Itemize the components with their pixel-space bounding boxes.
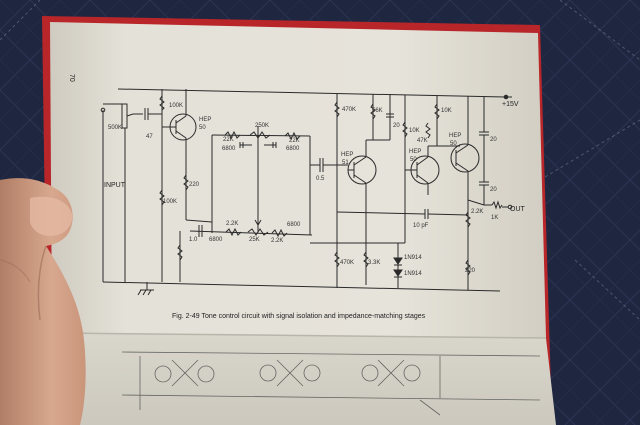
- book-page-bottom: [54, 333, 556, 425]
- q1-number: 50: [199, 125, 206, 131]
- label-22k-a: 22K: [223, 137, 234, 143]
- thumbnail: [30, 196, 73, 236]
- label-10k-a: 10K: [409, 128, 420, 134]
- label-1-0: 1.0: [189, 237, 198, 243]
- output-label: OUT: [510, 206, 526, 213]
- lower-page-schematic: [121, 351, 541, 416]
- label-22k-b: 22K: [289, 138, 300, 144]
- supply-label: +15V: [502, 101, 519, 108]
- label-20-a: 20: [393, 123, 400, 129]
- label-100k-bottom: 100K: [163, 199, 177, 205]
- q4-label: HEP: [449, 133, 461, 139]
- label-3-3k: 3.3K: [368, 260, 380, 266]
- page-number: 70: [68, 74, 75, 82]
- label-470k-b: 470K: [340, 260, 354, 266]
- schematic: [100, 88, 513, 296]
- label-56k: 56K: [372, 108, 383, 114]
- label-100k-top: 100K: [169, 103, 183, 109]
- q2-label: HEP: [341, 152, 353, 158]
- q4-number: 50: [450, 141, 457, 147]
- q1-label: HEP: [199, 117, 211, 123]
- label-6800-d: 6800: [287, 222, 301, 228]
- label-6800-c: 6800: [209, 237, 223, 243]
- label-1k: 1K: [491, 215, 498, 221]
- label-25k: 25K: [249, 237, 260, 243]
- label-220-b: 220: [465, 268, 476, 274]
- label-2-2k-c: 2.2K: [471, 209, 483, 215]
- input-label: INPUT: [104, 182, 126, 189]
- label-20-c: 20: [490, 187, 497, 193]
- label-1n914-b: 1N914: [404, 271, 422, 277]
- label-0-5: 0.5: [316, 176, 325, 182]
- label-250k: 250K: [255, 123, 269, 129]
- label-2-2k-a: 2.2K: [226, 221, 238, 227]
- label-470k-a: 470K: [342, 107, 356, 113]
- figure-caption: Fig. 2-49 Tone control circuit with sign…: [172, 313, 426, 320]
- q3-label: HEP: [409, 149, 421, 155]
- label-220-a: 220: [189, 182, 200, 188]
- schematic-labels: +15V INPUT OUT HEP 50 HEP 51 HEP 50 HEP …: [104, 101, 526, 277]
- q3-number: 50: [410, 157, 417, 163]
- label-6800-b: 6800: [286, 146, 300, 152]
- book-page-top: [50, 22, 546, 338]
- label-2-2k-b: 2.2K: [271, 238, 283, 244]
- label-20-b: 20: [490, 137, 497, 143]
- label-47: 47: [146, 134, 153, 140]
- label-10k-b: 10K: [441, 108, 452, 114]
- label-6800-a: 6800: [222, 146, 236, 152]
- q2-number: 51: [342, 160, 349, 166]
- label-500k: 500K: [108, 125, 122, 131]
- label-47k: 47K: [417, 138, 428, 144]
- label-10pf: 10 pF: [413, 223, 429, 229]
- label-1n914-a: 1N914: [404, 255, 422, 261]
- hand: [0, 178, 86, 425]
